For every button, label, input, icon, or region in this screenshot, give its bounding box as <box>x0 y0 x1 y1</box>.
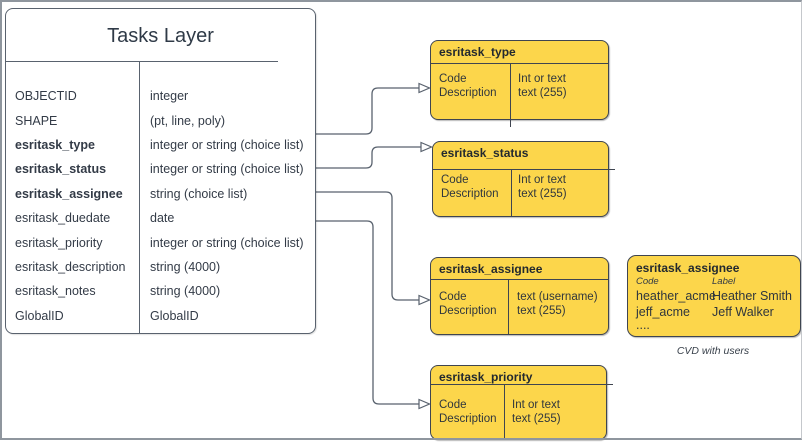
field-row: esritask_assignee string (choice list) <box>6 182 315 206</box>
box-title: esritask_priority <box>439 370 533 384</box>
arrowhead-esritask-priority <box>418 398 432 410</box>
field-type: string (choice list) <box>150 186 248 201</box>
arrowhead-esritask-assignee <box>418 294 432 306</box>
cvd-user-code: heather_acme <box>636 289 716 303</box>
field-name: esritask_status <box>15 162 107 177</box>
connector-esritask-priority <box>314 220 419 405</box>
field-type: integer or string (choice list) <box>150 162 304 177</box>
cvd-user-code: jeff_acme <box>636 305 690 319</box>
column-divider <box>139 62 141 333</box>
field-name: esritask_priority <box>15 235 103 250</box>
field-row: esritask_type integer or string (choice l… <box>6 133 315 157</box>
cvd-column-label: Label <box>712 276 736 287</box>
box-column-divider <box>511 169 513 216</box>
code-cell: Code Description <box>441 173 499 201</box>
table-title: Tasks Layer <box>107 25 214 47</box>
field-type: string (4000) <box>150 259 221 274</box>
code-cell: Code Description <box>439 72 497 100</box>
description-type: text (255) <box>512 413 561 425</box>
field-name: OBJECTID <box>15 89 77 104</box>
field-name: GlobalID <box>15 308 64 323</box>
field-type: GlobalID <box>150 308 199 323</box>
code-type: Int or text <box>512 399 560 411</box>
box-column-divider <box>504 384 506 439</box>
cvd-box-esritask-assignee: esritask_assignee Code Label heather_acm… <box>627 255 801 337</box>
code-label: Code <box>441 174 469 186</box>
field-type: integer <box>150 89 189 104</box>
field-name: esritask_description <box>15 259 126 274</box>
type-cell: text (username) text (255) <box>517 290 598 318</box>
description-label: Description <box>439 87 497 99</box>
tasks-layer-table: Tasks Layer OBJECTID integer SHAPE (pt, li… <box>5 8 316 334</box>
code-cell: Code Description <box>439 290 497 318</box>
box-title-separator <box>431 384 613 385</box>
connector-esritask-assignee <box>314 191 419 301</box>
field-type: integer or string (choice list) <box>150 137 304 152</box>
arrowhead-esritask-status <box>420 141 434 153</box>
field-name: esritask_notes <box>15 284 96 299</box>
box-title-separator <box>431 63 608 64</box>
box-column-divider <box>508 279 510 334</box>
box-title: esritask_type <box>439 45 516 59</box>
field-row: SHAPE (pt, line, poly) <box>6 108 315 132</box>
field-row: esritask_notes string (4000) <box>6 279 315 303</box>
arrowhead-esritask-type <box>418 82 432 94</box>
field-name: SHAPE <box>15 113 58 128</box>
description-type: text (255) <box>517 305 566 317</box>
field-name: esritask_assignee <box>15 186 123 201</box>
code-type: text (username) <box>517 291 598 303</box>
field-type: date <box>150 211 175 226</box>
type-cell: Int or text text (255) <box>518 72 567 100</box>
choice-box-esritask-priority: esritask_priority Code Description Int o… <box>430 365 613 440</box>
cvd-title: esritask_assignee <box>636 261 740 275</box>
field-row: OBJECTID integer <box>6 84 315 108</box>
code-label: Code <box>439 73 467 85</box>
field-row: esritask_duedate date <box>6 206 315 230</box>
connector-esritask-status <box>314 146 421 169</box>
code-label: Code <box>439 291 467 303</box>
field-rows: OBJECTID integer SHAPE (pt, line, poly) es… <box>6 61 315 328</box>
cvd-user-label: Jeff Walker <box>712 305 774 319</box>
title-separator <box>5 61 278 62</box>
cvd-column-code: Code <box>636 276 659 287</box>
code-type: Int or text <box>518 73 566 85</box>
box-title: esritask_status <box>441 146 529 160</box>
field-name: esritask_type <box>15 137 95 152</box>
description-label: Description <box>439 305 497 317</box>
box-title: esritask_assignee <box>439 262 543 276</box>
code-cell: Code Description <box>439 398 497 426</box>
cvd-caption: CVD with users <box>676 345 750 357</box>
choice-box-esritask-status: esritask_status Code Description Int or … <box>432 141 615 217</box>
connector-esritask-type <box>314 87 419 135</box>
field-row: esritask_priority integer or string (choi… <box>6 230 315 254</box>
description-type: text (255) <box>518 87 567 99</box>
description-type: text (255) <box>518 188 567 200</box>
field-row: esritask_status integer or string (choice… <box>6 157 315 181</box>
box-column-divider <box>510 63 512 127</box>
description-label: Description <box>439 413 497 425</box>
box-title-separator <box>431 279 608 280</box>
field-row: esritask_description string (4000) <box>6 255 315 279</box>
description-label: Description <box>441 188 499 200</box>
field-type: integer or string (choice list) <box>150 235 304 250</box>
type-cell: Int or text text (255) <box>518 173 567 201</box>
field-row: GlobalID GlobalID <box>6 304 315 328</box>
field-name: esritask_duedate <box>15 211 111 226</box>
field-type: (pt, line, poly) <box>150 113 226 128</box>
code-type: Int or text <box>518 174 566 186</box>
cvd-user-label: Heather Smith <box>712 289 792 303</box>
type-cell: Int or text text (255) <box>512 398 561 426</box>
choice-box-esritask-type: esritask_type Code Description Int or te… <box>430 40 609 127</box>
choice-box-esritask-assignee: esritask_assignee Code Description text … <box>430 257 609 335</box>
cvd-ellipsis: .... <box>636 318 650 332</box>
box-title-separator <box>433 169 615 170</box>
code-label: Code <box>439 399 467 411</box>
field-type: string (4000) <box>150 284 221 299</box>
